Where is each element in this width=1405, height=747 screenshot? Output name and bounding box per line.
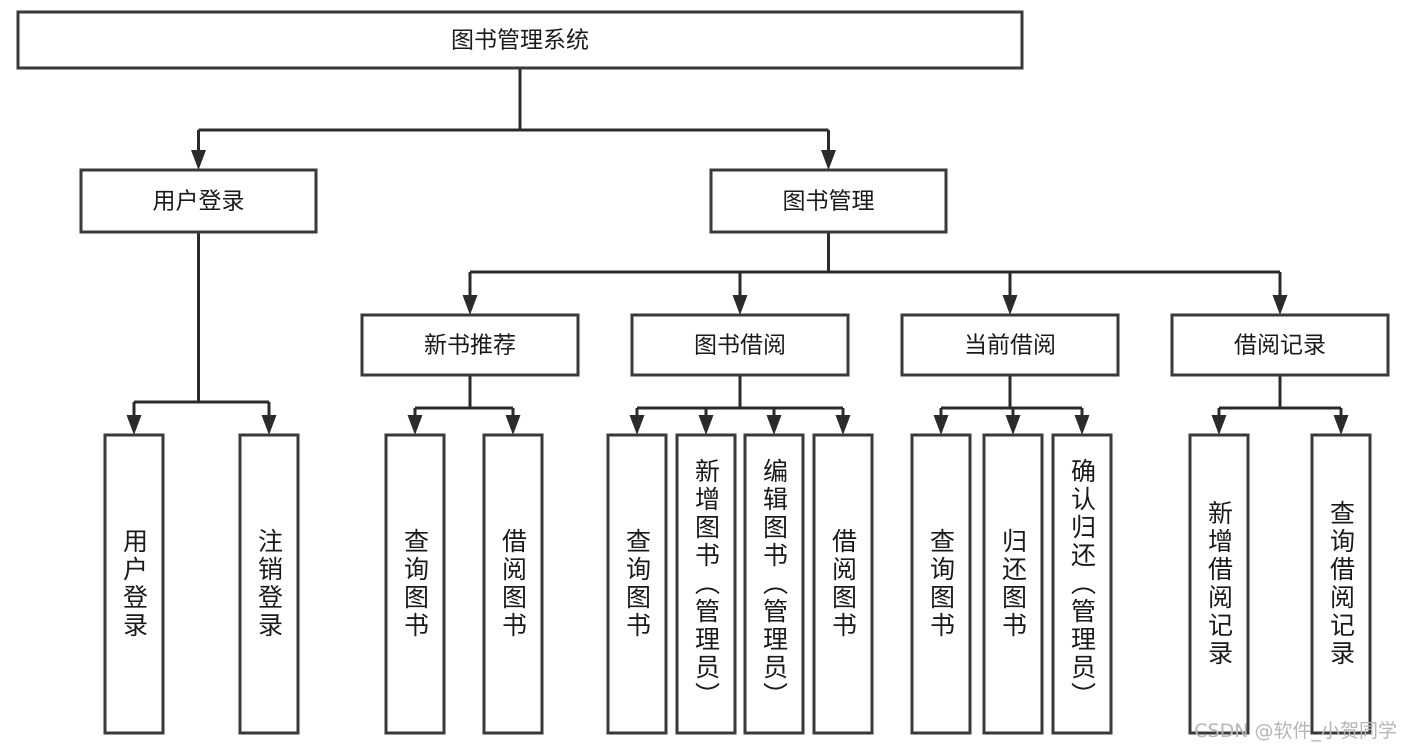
level3-node-box-3[interactable] bbox=[1170, 313, 1390, 377]
root-node-label: 图书管理系统 bbox=[451, 28, 589, 54]
level3-node-box-1[interactable] bbox=[630, 313, 850, 377]
leaf-node-box-4[interactable] bbox=[606, 433, 668, 735]
leaf-node-box-0[interactable] bbox=[103, 433, 165, 735]
leaf-node-box-9[interactable] bbox=[982, 433, 1044, 735]
login-to-leaves-edge-0-head bbox=[126, 415, 142, 435]
group-1-to-leaves-edge-3-head bbox=[835, 415, 851, 435]
leaf-node-box-10[interactable] bbox=[1051, 433, 1113, 735]
group-3-to-leaves-edge-0-head bbox=[1211, 415, 1227, 435]
leaf-node-box-5[interactable] bbox=[675, 433, 737, 735]
leaf-node-box-12[interactable] bbox=[1310, 433, 1372, 735]
group-0-to-leaves-edge-1-head bbox=[505, 415, 521, 435]
level3-node-2-label: 当前借阅 bbox=[964, 333, 1056, 359]
level3-node-1-label: 图书借阅 bbox=[694, 333, 786, 359]
leaf-node-box-6[interactable] bbox=[743, 433, 805, 735]
group-1-to-leaves-edge-1-head bbox=[698, 415, 714, 435]
level2-node-1-label: 图书管理 bbox=[783, 189, 875, 215]
bookmgmt-to-level3-edge-0-head bbox=[462, 295, 478, 315]
bookmgmt-to-level3-edge-1-head bbox=[732, 295, 748, 315]
leaf-node-box-2[interactable] bbox=[384, 433, 446, 735]
login-to-leaves-edge-1-head bbox=[261, 415, 277, 435]
edges-layer bbox=[126, 68, 1349, 435]
level3-node-box-0[interactable] bbox=[360, 313, 580, 377]
group-3-to-leaves-edge-1-head bbox=[1333, 415, 1349, 435]
group-1-to-leaves-edge-2-head bbox=[766, 415, 782, 435]
level2-node-box-0[interactable] bbox=[79, 168, 318, 234]
level3-node-3-label: 借阅记录 bbox=[1234, 333, 1326, 359]
leaf-node-box-7[interactable] bbox=[812, 433, 874, 735]
root-to-level2-edge-1-head bbox=[821, 150, 836, 170]
root-node-box[interactable] bbox=[16, 10, 1024, 70]
group-2-to-leaves-edge-0-head bbox=[933, 415, 949, 435]
level3-node-0-label: 新书推荐 bbox=[424, 333, 516, 359]
root-to-level2-edge-0-head bbox=[191, 150, 206, 170]
bookmgmt-to-level3-edge-2-head bbox=[1002, 295, 1018, 315]
group-2-to-leaves-edge-2-head bbox=[1074, 415, 1090, 435]
leaf-node-box-3[interactable] bbox=[482, 433, 544, 735]
level2-node-0-label: 用户登录 bbox=[153, 189, 245, 215]
level3-node-box-2[interactable] bbox=[900, 313, 1120, 377]
level2-node-box-1[interactable] bbox=[709, 168, 948, 234]
leaf-node-box-8[interactable] bbox=[910, 433, 972, 735]
group-0-to-leaves-edge-0-head bbox=[407, 415, 423, 435]
watermark-text: CSDN @软件_小贺同学 bbox=[1194, 720, 1397, 742]
group-2-to-leaves-edge-1-head bbox=[1005, 415, 1021, 435]
leaf-node-box-11[interactable] bbox=[1188, 433, 1250, 735]
leaf-node-box-1[interactable] bbox=[238, 433, 300, 735]
bookmgmt-to-level3-edge-3-head bbox=[1272, 295, 1288, 315]
group-1-to-leaves-edge-0-head bbox=[629, 415, 645, 435]
boxes-layer bbox=[16, 10, 1390, 735]
